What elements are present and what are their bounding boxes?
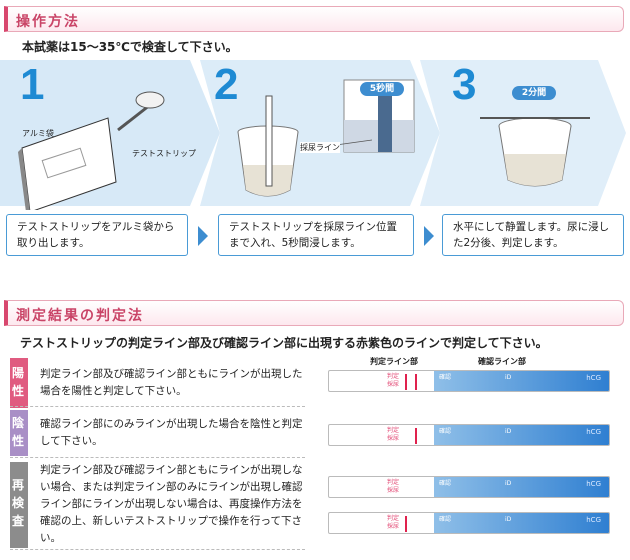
- result-description: 確認ライン部にのみラインが出現した場合を陰性と判定して下さい。: [40, 418, 303, 447]
- section-header-operation: 操作方法: [4, 6, 624, 32]
- step-instruction: 水平にして静置します。尿に浸した2分後、判定します。: [442, 214, 624, 256]
- divider: [10, 457, 305, 458]
- result-tag-positive: [10, 358, 28, 408]
- step-instruction: テストストリップを採尿ライン位置まで入れ、5秒間浸します。: [218, 214, 414, 256]
- step-instruction: テストストリップをアルミ袋から取り出します。: [6, 214, 188, 256]
- result-tag-label: 陽性: [11, 366, 24, 398]
- test-strip-positive: 判定採尿 確認 iD hCG: [328, 370, 610, 392]
- cup-illustration: [237, 125, 299, 197]
- section-title: 測定結果の判定法: [16, 308, 144, 324]
- step-number: 1: [20, 60, 45, 109]
- result-tag-retest: [10, 462, 28, 548]
- section-title: 操作方法: [16, 14, 80, 30]
- test-strip-retest-none: 判定採尿 確認 iD hCG: [328, 476, 610, 498]
- result-tag-label: 陰性: [11, 416, 24, 448]
- step-number: 3: [452, 60, 477, 109]
- intro-text: テストストリップの判定ライン部及び確認ライン部に出現する赤紫色のラインで判定して…: [20, 336, 548, 350]
- cup-illustration: [498, 117, 572, 187]
- sample-line-label: 採尿ライン: [300, 142, 340, 153]
- intro-text: 本試薬は15～35℃で検査して下さい。: [22, 40, 238, 54]
- section-header-judgment: 測定結果の判定法: [4, 300, 624, 326]
- foil-pouch-label: アルミ袋: [22, 129, 54, 138]
- result-tag-negative: [10, 410, 28, 456]
- foil-pouch-illustration: [18, 117, 117, 210]
- test-strip-label: テストストリップ: [132, 149, 196, 158]
- test-strip-retest-judge-only: 判定採尿 確認 iD hCG: [328, 512, 610, 534]
- confirm-line-label: 確認ライン部: [478, 357, 526, 366]
- chevron-right-icon: [198, 226, 208, 246]
- test-strip-negative: 判定採尿 確認 iD hCG: [328, 424, 610, 446]
- result-description: 判定ライン部及び確認ライン部ともにラインが出現した場合を陽性と判定して下さい。: [40, 368, 303, 397]
- chevron-right-icon: [424, 226, 434, 246]
- duration-pill: 5秒間: [360, 82, 404, 96]
- result-description: 判定ライン部及び確認ライン部ともにラインが出現しない場合、または判定ライン部のみ…: [40, 464, 303, 544]
- judge-line-label: 判定ライン部: [370, 357, 418, 366]
- duration-pill: 2分間: [512, 86, 556, 100]
- steps-band: [0, 60, 626, 210]
- divider: [10, 406, 305, 407]
- result-tag-label: 再検査: [11, 478, 24, 528]
- step-number: 2: [214, 60, 239, 109]
- divider: [10, 549, 305, 550]
